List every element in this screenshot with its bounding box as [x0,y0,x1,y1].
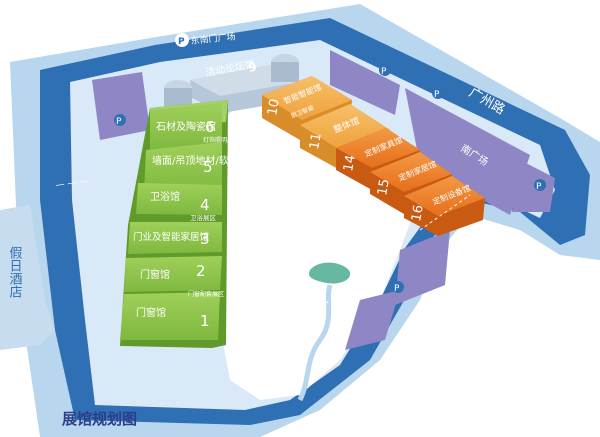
svg-text:P: P [434,90,440,100]
walkway-lines [249,194,471,381]
orange-hall-16[interactable]: 定制设备馆 16 [404,176,485,236]
purple-block-ne [405,88,530,215]
svg-text:P: P [116,117,122,127]
bath-zone-label: 卫浴展区 [190,213,217,222]
parking-marker-south: P [392,281,404,294]
hall-11-number: 11 [307,132,325,151]
green-hall-4[interactable]: 卫浴馆 4 [136,183,222,215]
hall-3-number: 3 [200,230,210,248]
hall-1-number: 1 [200,312,210,330]
purple-block-north [330,50,400,115]
road-label-top: 广州路 [226,0,267,24]
purple-block-se [345,290,400,350]
map-title: 展馆规划图 [62,410,138,428]
parking-marker-se: P [534,179,546,192]
hall-10-number: 10 [265,98,283,117]
svg-text:P: P [381,67,387,77]
hall-14-number: 14 [341,154,359,173]
purple-block-south [395,230,450,305]
hall-3-name: 门业及智能家居馆 [133,231,209,243]
hall-6-name: 石材及陶瓷馆 [156,120,216,133]
green-hall-6[interactable]: 石材及陶瓷馆 6 [150,103,222,150]
road-label-left: — — — [55,177,89,191]
green-hall-2[interactable]: 门窗馆 2 [124,256,222,292]
hall-6-number: 6 [205,118,215,136]
hall-15-number: 15 [375,178,393,197]
hotel-grounds [0,205,55,350]
lighting-zone-label: 灯饰照明展区 [203,136,239,144]
pond [309,262,351,284]
forum-number: 9 [247,60,258,75]
hotel-label: 假日酒店 [7,246,23,298]
purple-block-east [512,160,555,212]
parking-icon [175,33,189,47]
green-hall-5[interactable]: 墙面/吊顶地材/软装馆 5 [144,142,249,192]
hall-2-name: 门窗馆 [140,268,170,281]
hall-1-name: 门窗馆 [136,306,166,319]
green-hall-3[interactable]: 门业及智能家居馆 3 [128,222,222,254]
parking-marker-west: P [114,114,126,127]
hall-5-name: 墙面/吊顶地材/软装馆 [152,154,249,167]
svg-text:P: P [536,182,542,192]
hall-5-number: 5 [203,158,213,176]
purple-block-nw [92,72,150,140]
hall-4-name: 卫浴馆 [150,190,180,203]
parking-marker-mid: P [432,87,444,100]
hall-16-number: 16 [409,204,427,223]
door-zone-label: 门窗配套展区 [188,290,224,298]
hall-4-number: 4 [200,196,210,214]
parking-icon-letter: P [178,37,185,47]
parking-marker-ne: P [379,64,391,77]
green-hall-1[interactable]: 门窗馆 1 [120,292,220,340]
garden-path [297,284,333,402]
svg-text:P: P [394,284,400,294]
hall-2-number: 2 [196,262,206,280]
